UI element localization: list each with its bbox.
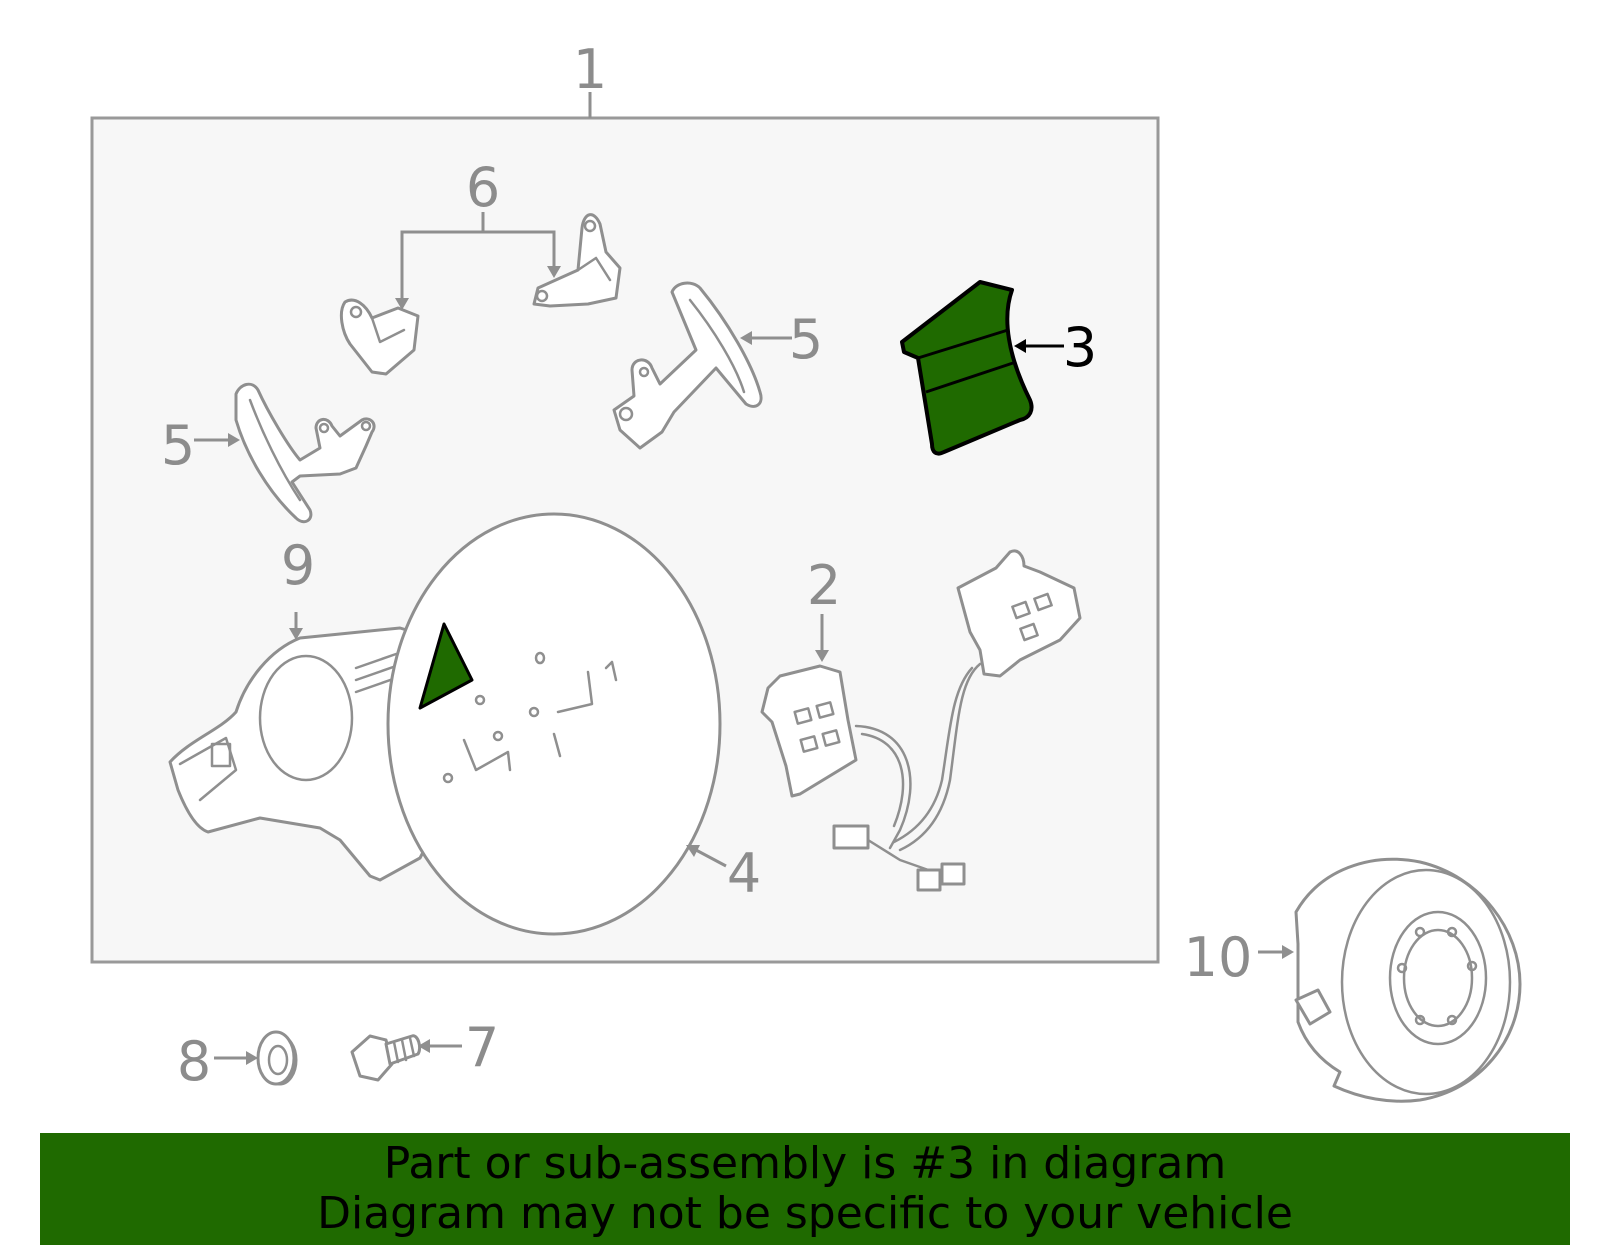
banner-line-1: Part or sub-assembly is #3 in diagram <box>383 1138 1227 1189</box>
part-6-brackets <box>339 212 622 376</box>
callout-9: 9 <box>281 534 315 597</box>
part-8-grommet <box>214 1030 298 1086</box>
part-9-cover <box>168 612 442 882</box>
part-3-highlighted <box>900 280 1064 456</box>
part-10-clockspring <box>1258 857 1522 1103</box>
callout-8: 8 <box>177 1030 211 1093</box>
part-5-paddle-upper <box>612 281 792 450</box>
callout-7: 7 <box>465 1016 499 1079</box>
callout-1: 1 <box>573 38 607 101</box>
callout-2: 2 <box>807 554 841 617</box>
callout-3: 3 <box>1063 316 1097 379</box>
callout-5-left: 5 <box>161 414 195 477</box>
callout-6: 6 <box>466 156 500 219</box>
highlight-marker <box>418 622 474 710</box>
info-banner: Part or sub-assembly is #3 in diagram Di… <box>40 1133 1570 1245</box>
banner-line-2: Diagram may not be specific to your vehi… <box>317 1188 1293 1239</box>
callout-10: 10 <box>1184 926 1253 989</box>
callout-5-upper: 5 <box>789 308 823 371</box>
part-5-paddle-left <box>194 382 376 524</box>
part-7-bolt <box>350 1034 462 1082</box>
part-2-switch-assembly <box>760 549 1082 892</box>
part-4-airbag <box>386 512 727 936</box>
callout-4: 4 <box>727 842 761 905</box>
